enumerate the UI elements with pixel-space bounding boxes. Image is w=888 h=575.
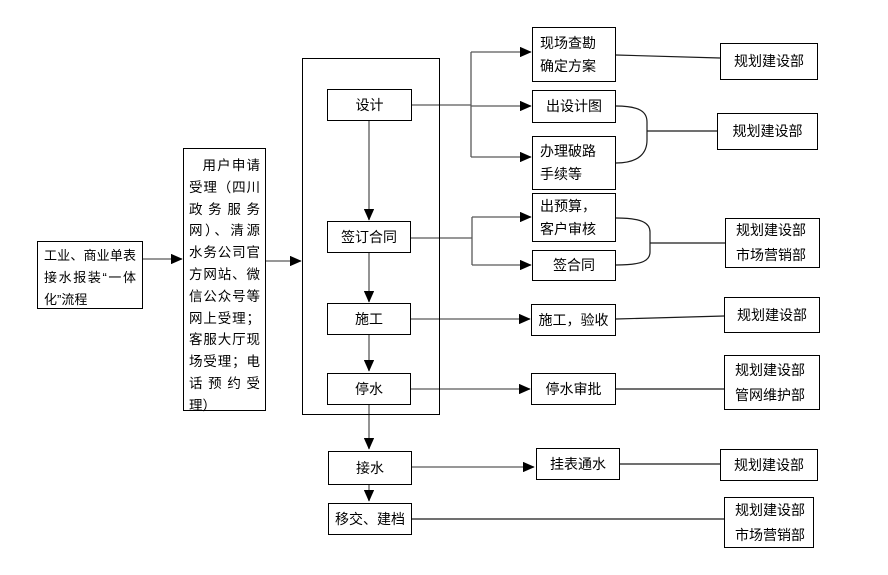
stage-construction-label: 施工 (355, 310, 383, 327)
stage-sign-contract: 签订合同 (327, 221, 411, 253)
stage-handover-archive-label: 移交、建档 (335, 510, 405, 527)
stage-water-stop-label: 停水 (355, 380, 383, 397)
substep-sign-contract: 签合同 (532, 250, 616, 281)
substep-site-survey: 现场查勘确定方案 (532, 27, 616, 82)
substep-sign-contract-label: 签合同 (553, 257, 595, 274)
dept-planning-marketing-1-label: 规划建设部 市场营销部 (736, 222, 806, 263)
line-survey-to-dept1 (615, 54, 721, 59)
dept-planning-marketing-2: 规划建设部 市场营销部 (724, 497, 814, 548)
stage-design: 设计 (327, 89, 412, 121)
bracket-drawing-road (615, 105, 648, 164)
dept-planning-2-label: 规划建设部 (732, 123, 803, 140)
intake-box: 用户申请受理（四川政务服务网）、清源水务公司官方网站、微信公众号等网上受理；客服… (183, 148, 266, 413)
stage-water-connect-label: 接水 (356, 459, 384, 476)
substep-site-survey-label: 现场查勘确定方案 (540, 34, 596, 74)
dept-planning-4: 规划建设部 (720, 449, 818, 481)
substep-design-drawing-label: 出设计图 (546, 98, 602, 115)
substep-road-permit-label: 办理破路手续等 (540, 143, 596, 182)
line-acceptance-to-dept4 (615, 315, 725, 320)
stage-water-connect: 接水 (328, 451, 412, 485)
substep-construction-acceptance-label: 施工，验收 (538, 311, 609, 328)
substep-meter-install: 挂表通水 (536, 448, 620, 480)
dept-pipeline-maintenance-label: 规划建设部 管网维护部 (735, 361, 805, 403)
dept-planning-3: 规划建设部 (724, 297, 820, 333)
dept-planning-marketing-2-label: 规划建设部 市场营销部 (735, 501, 805, 543)
substep-road-permit: 办理破路手续等 (532, 136, 616, 190)
dept-planning-marketing-1: 规划建设部 市场营销部 (725, 218, 820, 268)
dept-pipeline-maintenance: 规划建设部 管网维护部 (724, 355, 820, 410)
dept-planning-1: 规划建设部 (720, 43, 818, 80)
dept-planning-4-label: 规划建设部 (734, 456, 804, 473)
substep-budget-review-label: 出预算，客户审核 (540, 197, 596, 237)
intake-label: 用户申请受理（四川政务服务网）、清源水务公司官方网站、微信公众号等网上受理；客服… (189, 158, 260, 413)
substep-water-stop-approval-label: 停水审批 (545, 380, 602, 397)
substep-design-drawing: 出设计图 (532, 90, 616, 123)
entry-box: 工业、商业单表接水报装“一体化”流程 (37, 241, 143, 309)
entry-label: 工业、商业单表接水报装“一体化”流程 (44, 248, 136, 307)
stage-construction: 施工 (327, 303, 411, 335)
stage-design-label: 设计 (355, 96, 384, 113)
process-group-frame (302, 58, 440, 415)
stage-handover-archive: 移交、建档 (328, 503, 412, 535)
dept-planning-3-label: 规划建设部 (737, 306, 807, 323)
dept-planning-1-label: 规划建设部 (734, 53, 804, 70)
stage-water-stop: 停水 (327, 373, 411, 405)
substep-construction-acceptance: 施工，验收 (531, 304, 616, 336)
bracket-budget-sign (615, 217, 651, 266)
dept-planning-2: 规划建设部 (717, 113, 818, 150)
substep-water-stop-approval: 停水审批 (531, 373, 616, 405)
stage-sign-contract-label: 签订合同 (341, 228, 397, 245)
substep-meter-install-label: 挂表通水 (550, 455, 606, 472)
substep-budget-review: 出预算，客户审核 (532, 193, 616, 242)
